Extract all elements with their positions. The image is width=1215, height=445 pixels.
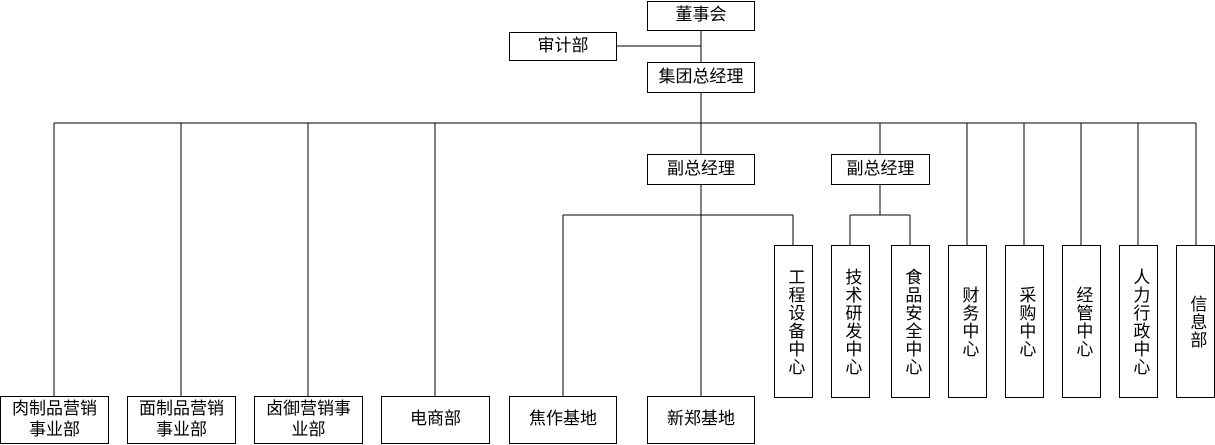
purchase-center-box[interactable]: 采购中心: [1005, 245, 1044, 398]
noodle-sales-box[interactable]: 面制品营销 事业部: [127, 396, 236, 444]
jiaozuo-base-label: 焦作基地: [529, 409, 597, 430]
noodle-sales-label: 面制品营销 事业部: [139, 398, 224, 440]
tech-rd-center-label: 技术研发中心: [841, 267, 862, 376]
business-center-label: 经管中心: [1072, 285, 1093, 358]
food-safety-center-box[interactable]: 食品安全中心: [891, 245, 930, 398]
ecommerce-label: 电商部: [410, 409, 461, 430]
vp-left-box[interactable]: 副总经理: [647, 154, 755, 185]
meat-sales-box[interactable]: 肉制品营销 事业部: [0, 396, 109, 444]
meat-sales-label: 肉制品营销 事业部: [12, 398, 97, 440]
tech-rd-center-box[interactable]: 技术研发中心: [831, 245, 870, 398]
braised-sales-label: 卤御营销事 业部: [266, 398, 351, 440]
engineering-center-box[interactable]: 工程设备中心: [774, 245, 813, 398]
business-center-box[interactable]: 经管中心: [1062, 245, 1101, 398]
finance-center-box[interactable]: 财务中心: [948, 245, 987, 398]
hr-admin-center-label: 人力行政中心: [1129, 267, 1150, 376]
vp-right-box[interactable]: 副总经理: [831, 154, 930, 185]
hr-admin-center-box[interactable]: 人力行政中心: [1119, 245, 1158, 398]
gm-box[interactable]: 集团总经理: [647, 62, 755, 93]
jiaozuo-base-box[interactable]: 焦作基地: [509, 396, 617, 444]
board-label: 董事会: [675, 5, 727, 26]
food-safety-center-label: 食品安全中心: [901, 267, 922, 376]
xinzheng-base-box[interactable]: 新郑基地: [647, 396, 755, 444]
info-dept-label: 信息部: [1186, 294, 1207, 349]
finance-center-label: 财务中心: [958, 285, 979, 358]
board-box[interactable]: 董事会: [647, 1, 755, 31]
purchase-center-label: 采购中心: [1015, 285, 1036, 358]
braised-sales-box[interactable]: 卤御营销事 业部: [254, 396, 363, 444]
xinzheng-base-label: 新郑基地: [667, 409, 735, 430]
engineering-center-label: 工程设备中心: [784, 267, 805, 376]
info-dept-box[interactable]: 信息部: [1176, 245, 1215, 398]
audit-box[interactable]: 审计部: [509, 32, 617, 61]
audit-label: 审计部: [537, 35, 589, 56]
vp-left-label: 副总经理: [667, 158, 735, 179]
ecommerce-box[interactable]: 电商部: [381, 396, 490, 444]
vp-right-label: 副总经理: [846, 158, 915, 179]
gm-label: 集团总经理: [658, 66, 744, 87]
